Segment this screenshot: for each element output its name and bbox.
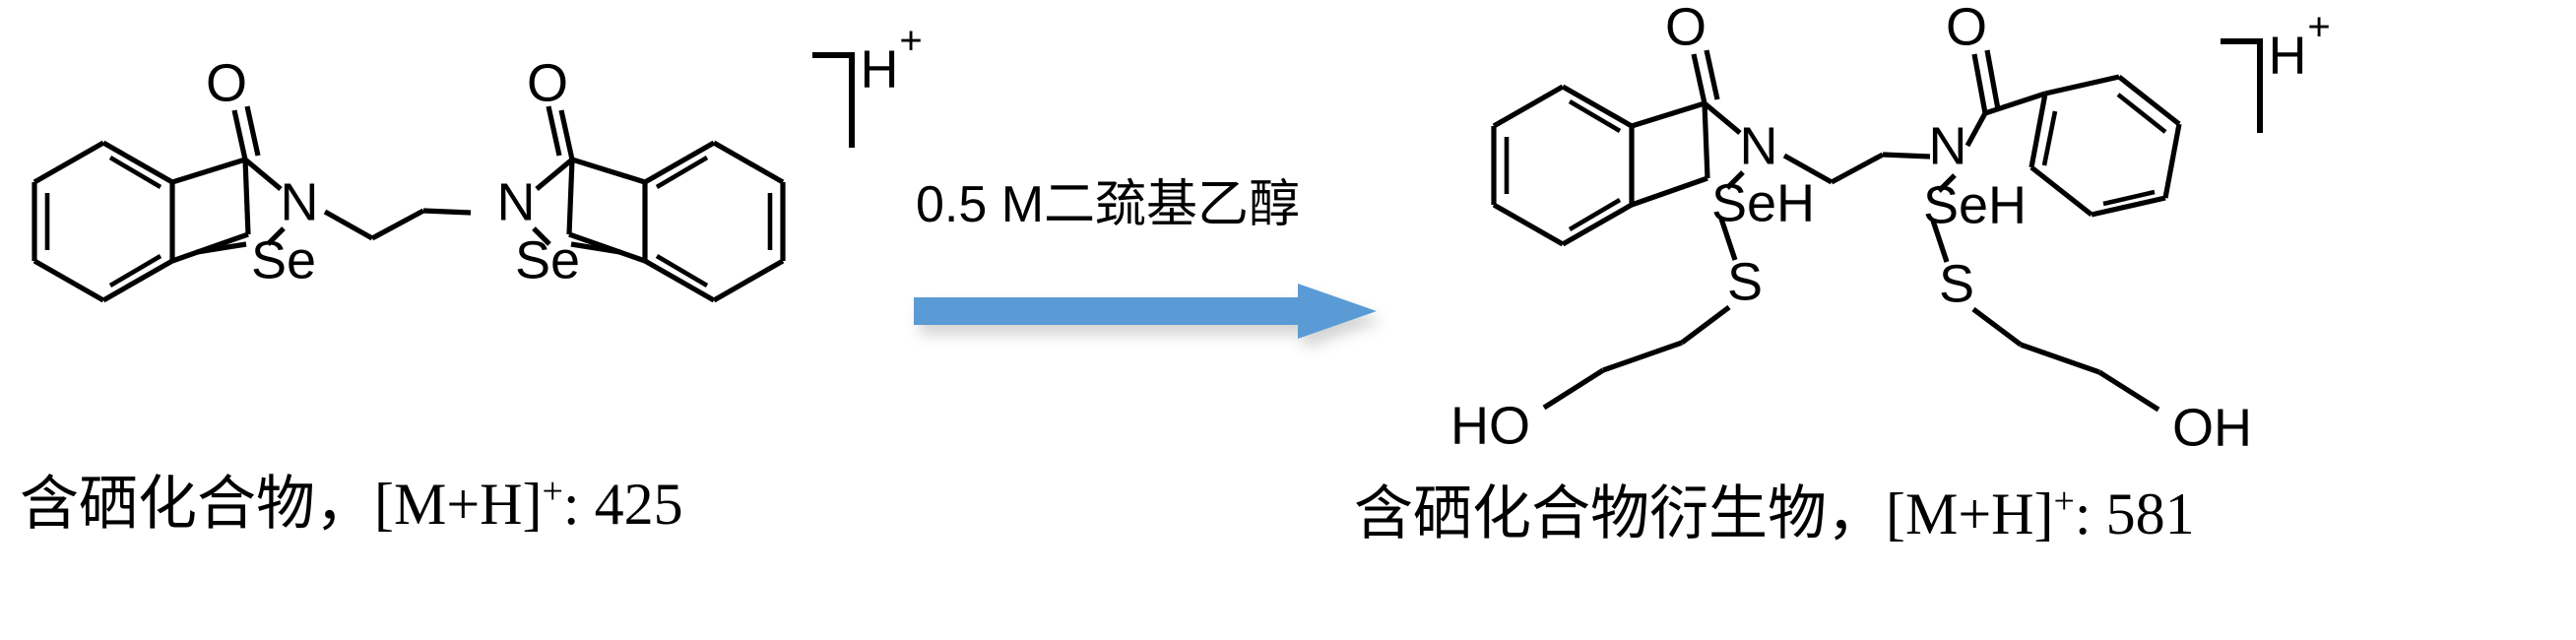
atom-label-n: N: [1740, 116, 1778, 175]
charge-h-label: H: [861, 39, 899, 98]
product-caption: 含硒化合物衍生物，[M+H]+: 581: [1354, 482, 2195, 544]
product-right-unit: O N SeH S OH: [1923, 0, 2252, 457]
atom-label-ho: HO: [1450, 396, 1530, 455]
atom-label-se: Se: [515, 230, 580, 289]
arrow-body: [914, 284, 1377, 339]
reactant-caption-charge: +: [542, 471, 563, 512]
ethylene-bridge: [1782, 152, 1931, 185]
benzene-ring: [2029, 74, 2182, 218]
atom-label-oh: OH: [2172, 398, 2252, 457]
benzene-ring: [1491, 84, 1635, 247]
atom-label-o: O: [527, 53, 568, 112]
reactant-right-unit: O N Se: [497, 53, 786, 303]
product-caption-mz: : 581: [2074, 481, 2195, 546]
ethylene-bridge: [323, 208, 472, 241]
product-caption-ion: [M+H]: [1886, 481, 2054, 546]
product-caption-cn: 含硒化合物衍生物，: [1354, 480, 1886, 546]
product-left-unit: O N SeH S HO: [1450, 0, 1815, 455]
reactant-caption: 含硒化合物，[M+H]+: 425: [20, 473, 683, 534]
reactant-charge-bracket: H +: [812, 20, 923, 148]
mercaptoethanol-arm-right: [1971, 306, 2160, 413]
atom-label-s: S: [1727, 252, 1763, 311]
atom-label-seh: SeH: [1923, 175, 2027, 234]
charge-plus-sign: +: [899, 20, 922, 63]
benzene-ring: [32, 140, 175, 303]
product-charge-bracket: H +: [2221, 6, 2331, 133]
product-caption-charge: +: [2053, 480, 2075, 522]
selenol-open-ring: [1631, 49, 1745, 261]
atom-label-se: Se: [251, 230, 316, 289]
arrow-label: 0.5 M二巯基乙醇: [916, 176, 1301, 233]
atom-label-seh: SeH: [1711, 173, 1815, 232]
atom-label-o: O: [1946, 0, 1987, 56]
charge-plus-sign: +: [2307, 6, 2330, 49]
isoselenazolone-ring: [171, 105, 286, 264]
amide-selenol-right: [1930, 49, 2046, 263]
reactant-caption-cn: 含硒化合物，: [20, 471, 374, 537]
atom-label-o: O: [1665, 0, 1707, 56]
charge-h-label: H: [2269, 26, 2307, 85]
atom-label-n: N: [1929, 116, 1967, 175]
atom-label-o: O: [206, 53, 247, 112]
reactant-caption-ion: [M+H]: [374, 472, 543, 537]
atom-label-n: N: [497, 172, 536, 231]
mercaptoethanol-arm-left: [1542, 304, 1731, 411]
reaction-arrow: [914, 284, 1383, 349]
reactant-caption-mz: : 425: [562, 472, 683, 537]
atom-label-n: N: [281, 172, 319, 231]
reactant-left-unit: O N Se: [32, 53, 319, 303]
atom-label-s: S: [1939, 254, 1974, 313]
benzene-ring: [642, 140, 786, 303]
isoselenazolone-ring: [532, 105, 646, 264]
